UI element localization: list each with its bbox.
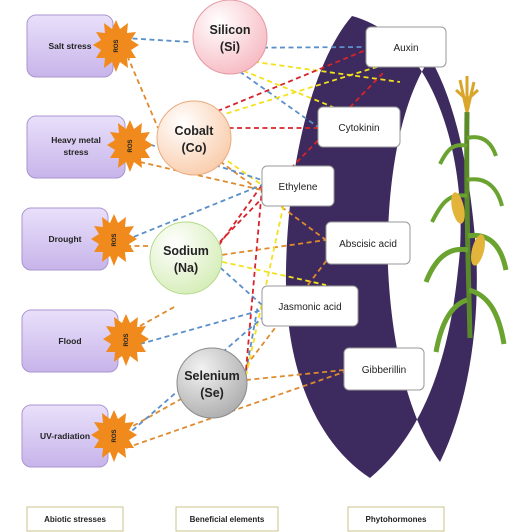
stress-label: Flood	[58, 336, 81, 346]
element-name: Sodium	[163, 244, 209, 258]
hormone-box-cytokinin: Cytokinin	[317, 106, 401, 148]
element-symbol: (Si)	[220, 40, 240, 54]
hormone-label: Gibberillin	[362, 365, 406, 376]
ros-label: ROS	[112, 429, 118, 442]
footer-label: Abiotic stresses	[44, 515, 106, 524]
hormone-box-jasmonic-acid: Jasmonic acid	[261, 285, 359, 327]
hormone-box-auxin: Auxin	[365, 26, 447, 68]
element-symbol: (Na)	[174, 261, 198, 275]
hormone-box-gibberillin: Gibberillin	[343, 347, 425, 391]
stress-label: Drought	[48, 234, 81, 244]
ros-burst-icon: ROS	[93, 20, 139, 72]
element-symbol: (Se)	[200, 386, 224, 400]
stress-box: UV-radiation	[21, 404, 109, 468]
element-symbol: (Co)	[182, 141, 207, 155]
footer-abiotic-stresses: Abiotic stresses	[26, 506, 124, 532]
element-name: Cobalt	[175, 124, 215, 138]
hormone-box-abscisic-acid: Abscisic acid	[325, 221, 411, 265]
stress-box: Flood	[21, 309, 119, 373]
ros-label: ROS	[124, 333, 130, 346]
hormone-label: Abscisic acid	[339, 239, 397, 250]
hormone-label: Ethylene	[279, 182, 318, 193]
element-name: Selenium	[184, 369, 240, 383]
hormone-label: Jasmonic acid	[278, 302, 341, 313]
element-name: Silicon	[210, 23, 251, 37]
element-node-selenium: Selenium (Se)	[176, 347, 248, 419]
footer-label: Beneficial elements	[190, 515, 265, 524]
ros-burst-icon: ROS	[91, 214, 137, 266]
ros-burst-icon: ROS	[107, 120, 153, 172]
element-node-silicon: Silicon (Si)	[192, 0, 268, 75]
hormone-label: Auxin	[393, 43, 418, 54]
stress-label: stress	[63, 147, 88, 157]
footer-phytohormones: Phytohormones	[347, 506, 445, 532]
corn-plant-icon	[423, 76, 509, 353]
element-node-cobalt: Cobalt (Co)	[156, 100, 232, 176]
stress-label: Salt stress	[49, 41, 92, 51]
footer-label: Phytohormones	[366, 515, 427, 524]
stress-label: Heavy metal	[51, 135, 101, 145]
ros-label: ROS	[114, 39, 120, 52]
ros-label: ROS	[128, 139, 134, 152]
ros-burst-icon: ROS	[103, 314, 149, 366]
hormone-label: Cytokinin	[338, 123, 379, 134]
ros-label: ROS	[112, 233, 118, 246]
ros-burst-icon: ROS	[91, 410, 137, 462]
element-node-sodium: Sodium (Na)	[149, 221, 223, 295]
footer-beneficial-elements: Beneficial elements	[175, 506, 279, 532]
stress-label: UV-radiation	[40, 431, 90, 441]
hormone-box-ethylene: Ethylene	[261, 165, 335, 207]
